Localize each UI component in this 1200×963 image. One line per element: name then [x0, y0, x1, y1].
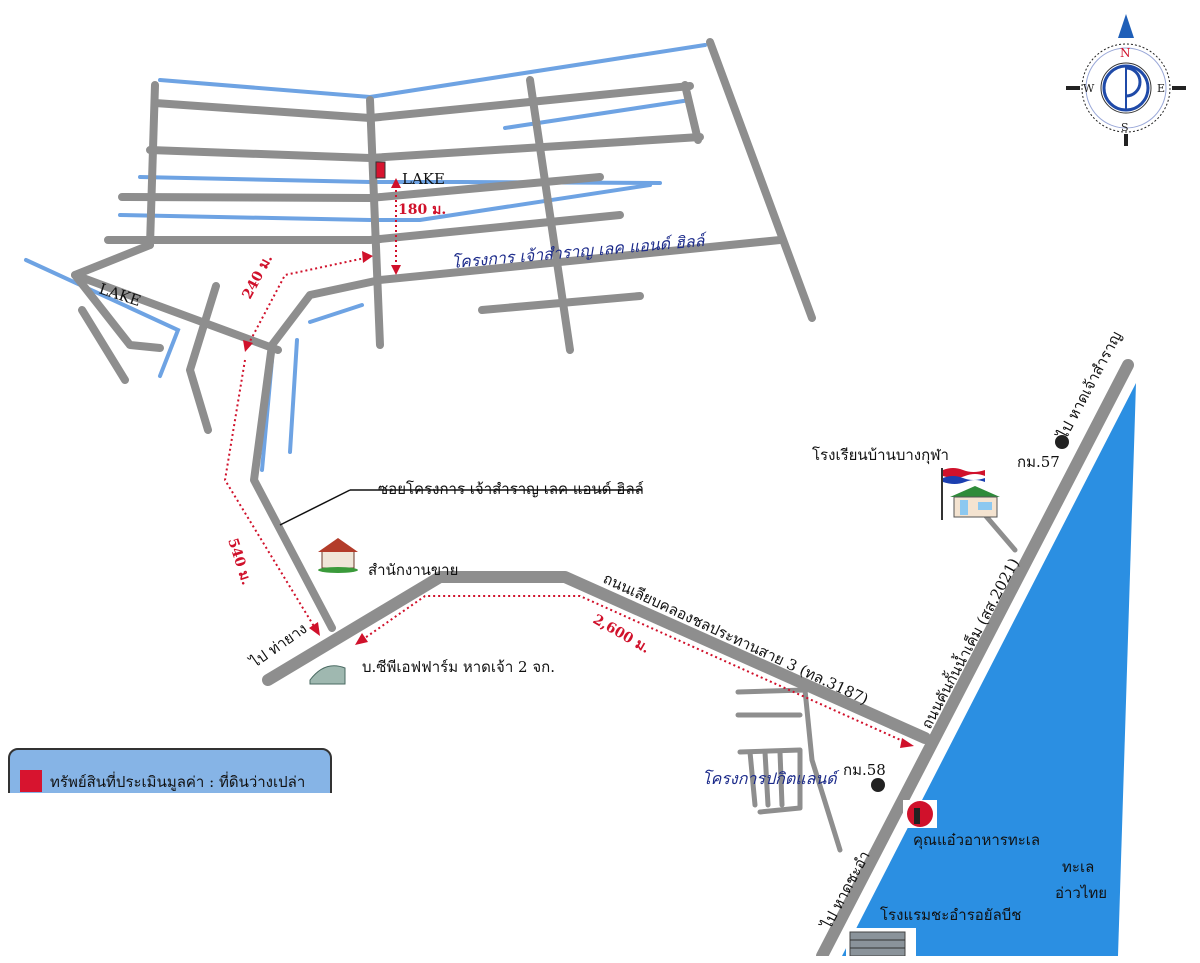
km57-marker [1055, 435, 1069, 449]
hotel-label: โรงแรมชะอำรอยัลบีช [880, 906, 1021, 924]
soi-leader-line [279, 489, 351, 526]
soi-label: ซอยโครงการ เจ้าสำราญ เลค แอนด์ ฮิลล์ [378, 480, 644, 498]
compass-n: N [1120, 46, 1131, 60]
lake-label: LAKE [402, 170, 445, 188]
restaurant-icon [903, 800, 937, 828]
distance-180: 180 ม. [398, 202, 446, 218]
distance-240: 240 ม. [239, 252, 276, 302]
sales-office-icon [318, 538, 358, 573]
sea-label: อ่าวไทย [1055, 884, 1107, 902]
school-label: โรงเรียนบ้านบางกุฬา [812, 446, 949, 465]
distance-540: 540 ม. [224, 536, 254, 587]
pikit-land-roads [735, 687, 843, 853]
school-icon [941, 468, 1000, 520]
restaurant-label: คุณแอ๋วอาหารทะเล [913, 831, 1040, 850]
farm-building-icon [309, 665, 346, 685]
km58-marker [871, 778, 885, 792]
appraised-property-marker [375, 161, 386, 179]
km58-label: กม.58 [843, 761, 886, 779]
hotel-icon [846, 928, 916, 956]
compass-rose-icon: N S E W [1066, 14, 1186, 146]
compass-w: W [1083, 82, 1095, 95]
sea-label: ทะเล [1062, 858, 1094, 876]
legend-cutoff [0, 793, 360, 963]
company-label: บ.ซีพีเอฟฟาร์ม หาดเจ้า 2 จก. [362, 658, 555, 676]
compass-s: S [1121, 121, 1129, 134]
legend-swatch [20, 770, 42, 792]
compass-e: E [1157, 82, 1165, 95]
sales-office-label: สำนักงานขาย [368, 561, 458, 579]
distance-arrows [223, 178, 914, 748]
legend-label: ทรัพย์สินที่ประเมินมูลค่า : ที่ดินว่างเป… [50, 773, 306, 791]
km57-label: กม.57 [1017, 453, 1060, 471]
pikit-land-label: โครงการปกิตแลนด์ [702, 769, 840, 788]
roads [71, 38, 1134, 956]
project-name-label: โครงการ เจ้าสำราญ เลค แอนด์ ฮิลล์ [451, 231, 708, 272]
